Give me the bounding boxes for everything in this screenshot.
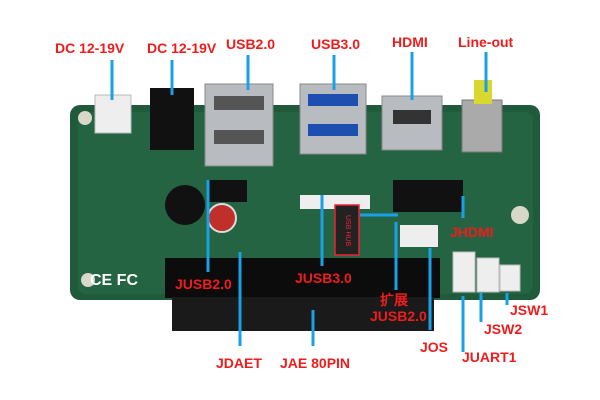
label-juart1: JUART1 (462, 349, 517, 365)
jae-80pin-connector (165, 258, 440, 298)
usb-hub-chip (334, 204, 360, 256)
jsw1-connector (499, 264, 521, 292)
usb-hub-label: USB HUB (344, 215, 351, 246)
header-pins (393, 180, 463, 212)
label-expansion: 扩展 (380, 292, 408, 308)
mount-hole (78, 111, 92, 125)
leader-lines (110, 52, 509, 352)
label-jsw1: JSW1 (510, 302, 548, 318)
dc-jack (150, 88, 194, 150)
dc-connector-white (94, 94, 132, 134)
label-line-out: Line-out (458, 34, 514, 50)
capacitor (165, 185, 205, 225)
label-jusb20: JUSB2.0 (175, 276, 232, 292)
label-dc-12-19v-2: DC 12-19V (147, 40, 217, 56)
capacitor (207, 203, 237, 233)
label-jdaet: JDAET (216, 355, 262, 371)
label-usb2: USB2.0 (226, 36, 275, 52)
header-jos (400, 225, 438, 247)
label-usb3: USB3.0 (311, 36, 360, 52)
label-jae-80pin: JAE 80PIN (280, 355, 350, 371)
header-jusb20 (207, 180, 247, 202)
lineout-jack (461, 99, 503, 153)
label-jusb30: JUSB3.0 (295, 270, 352, 286)
label-ext-jusb20: JUSB2.0 (370, 308, 427, 324)
label-dc-12-19v-1: DC 12-19V (55, 40, 125, 56)
label-jos: JOS (420, 339, 448, 355)
label-jsw2: JSW2 (484, 321, 522, 337)
mount-hole (511, 206, 529, 224)
jsw2-connector (476, 257, 500, 293)
ce-fcc-mark: CE FC (90, 272, 138, 289)
label-hdmi: HDMI (392, 34, 428, 50)
label-jhdmi: JHDMI (450, 224, 494, 240)
mount-hole (81, 273, 95, 287)
juart1-connector (452, 251, 476, 293)
